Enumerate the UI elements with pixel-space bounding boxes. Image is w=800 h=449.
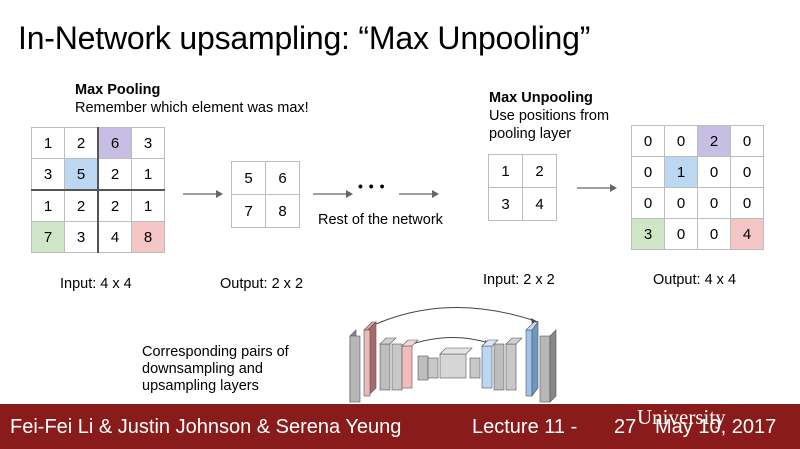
- grid-cell: 7: [231, 194, 266, 228]
- slide-title: In-Network upsampling: “Max Unpooling”: [18, 20, 591, 56]
- grid-cell: 6: [265, 161, 300, 195]
- grid-cell-max: 6: [97, 127, 132, 159]
- unpooling-output-grid: 0 0 2 0 0 1 0 0 0 0 0 0 3 0 0 4: [631, 125, 764, 250]
- ellipsis: • • •: [358, 178, 386, 194]
- max-unpooling-subtext-line1: Use positions from: [489, 108, 610, 124]
- pooling-input-caption: Input: 4 x 4: [60, 276, 132, 292]
- arrow-icon: [399, 190, 439, 198]
- grid-cell: 5: [231, 161, 266, 195]
- grid-cell: 0: [631, 125, 665, 157]
- grid-cell: 3: [131, 127, 165, 159]
- grid-cell: 0: [697, 156, 731, 188]
- grid-cell-max: 4: [730, 218, 764, 250]
- grid-cell: 1: [31, 127, 65, 159]
- grid-cell: 4: [97, 221, 132, 253]
- unpooling-output-caption: Output: 4 x 4: [653, 272, 737, 288]
- grid-cell: 2: [97, 189, 132, 222]
- grid-cell: 8: [265, 194, 300, 228]
- grid-cell-max: 2: [697, 125, 731, 157]
- encoder-decoder-diagram: [349, 307, 557, 403]
- grid-cell: 0: [631, 156, 665, 188]
- downsampling-layers: [349, 321, 439, 403]
- grid-row: 3 4: [488, 187, 557, 221]
- footer-date-overlay: May 10, 2017: [655, 416, 777, 438]
- grid-row: 0 1 0 0: [631, 156, 764, 188]
- grid-row: 1 2 6 3: [31, 127, 165, 159]
- grid-cell: 3: [488, 187, 523, 221]
- footer-bar: [0, 404, 800, 449]
- grid-cell: 0: [664, 125, 698, 157]
- grid-row: 0 0 2 0: [631, 125, 764, 157]
- grid-cell-max: 1: [664, 156, 698, 188]
- watermark-text: University: [637, 405, 726, 429]
- grid-cell: 1: [488, 154, 523, 188]
- grid-cell: 4: [522, 187, 557, 221]
- upsampling-layers: [469, 321, 557, 403]
- pairs-caption-line1: Corresponding pairs of: [142, 344, 289, 360]
- grid-row: 1 2 2 1: [31, 189, 165, 222]
- grid-cell-max: 3: [631, 218, 665, 250]
- grid-cell: 0: [697, 218, 731, 250]
- arrow-icon: [313, 190, 353, 198]
- footer-authors: Fei-Fei Li & Justin Johnson & Serena Yeu…: [10, 416, 402, 438]
- grid-cell: 0: [664, 187, 698, 219]
- max-unpooling-heading: Max Unpooling: [489, 90, 593, 106]
- grid-cell: 1: [131, 189, 165, 222]
- arrow-icon: [577, 184, 617, 192]
- rest-of-network-label: Rest of the network: [318, 212, 443, 228]
- unpooling-input-caption: Input: 2 x 2: [483, 272, 555, 288]
- grid-row: 3 5 2 1: [31, 158, 165, 191]
- grid-cell: 0: [664, 218, 698, 250]
- footer-lecture: Lecture 11 -: [472, 416, 578, 438]
- grid-cell: 1: [31, 189, 65, 222]
- grid-row: 7 3 4 8: [31, 221, 165, 253]
- grid-cell-max: 7: [31, 221, 65, 253]
- grid-cell: 0: [697, 187, 731, 219]
- arrow-icon: [183, 190, 223, 198]
- unpooling-input-grid: 1 2 3 4: [488, 154, 557, 221]
- grid-cell-max: 8: [131, 221, 165, 253]
- footer-date-day: 27: [614, 416, 637, 438]
- grid-cell: 2: [97, 158, 132, 191]
- pairs-caption-line2: downsampling and: [142, 361, 263, 377]
- pooling-output-grid: 5 6 7 8: [231, 161, 300, 228]
- grid-cell: 0: [730, 156, 764, 188]
- grid-cell: 0: [730, 125, 764, 157]
- grid-cell-max: 5: [64, 158, 99, 191]
- pairs-caption-line3: upsampling layers: [142, 378, 259, 394]
- grid-row: 0 0 0 0: [631, 187, 764, 219]
- grid-row: 5 6: [231, 161, 300, 195]
- max-pooling-subtext: Remember which element was max!: [75, 100, 309, 116]
- pooling-input-grid: 1 2 6 3 3 5 2 1 1 2 2 1 7 3 4 8: [31, 127, 165, 253]
- grid-cell: 2: [64, 127, 99, 159]
- grid-cell: 3: [64, 221, 99, 253]
- grid-row: 3 0 0 4: [631, 218, 764, 250]
- grid-cell: 2: [522, 154, 557, 188]
- grid-cell: 2: [64, 189, 99, 222]
- grid-row: 7 8: [231, 194, 300, 228]
- grid-row: 1 2: [488, 154, 557, 188]
- pooling-output-caption: Output: 2 x 2: [220, 276, 304, 292]
- grid-cell: 0: [631, 187, 665, 219]
- max-unpooling-subtext-line2: pooling layer: [489, 126, 572, 142]
- grid-cell: 0: [730, 187, 764, 219]
- max-pooling-heading: Max Pooling: [75, 82, 161, 98]
- grid-cell: 3: [31, 158, 65, 191]
- grid-cell: 1: [131, 158, 165, 191]
